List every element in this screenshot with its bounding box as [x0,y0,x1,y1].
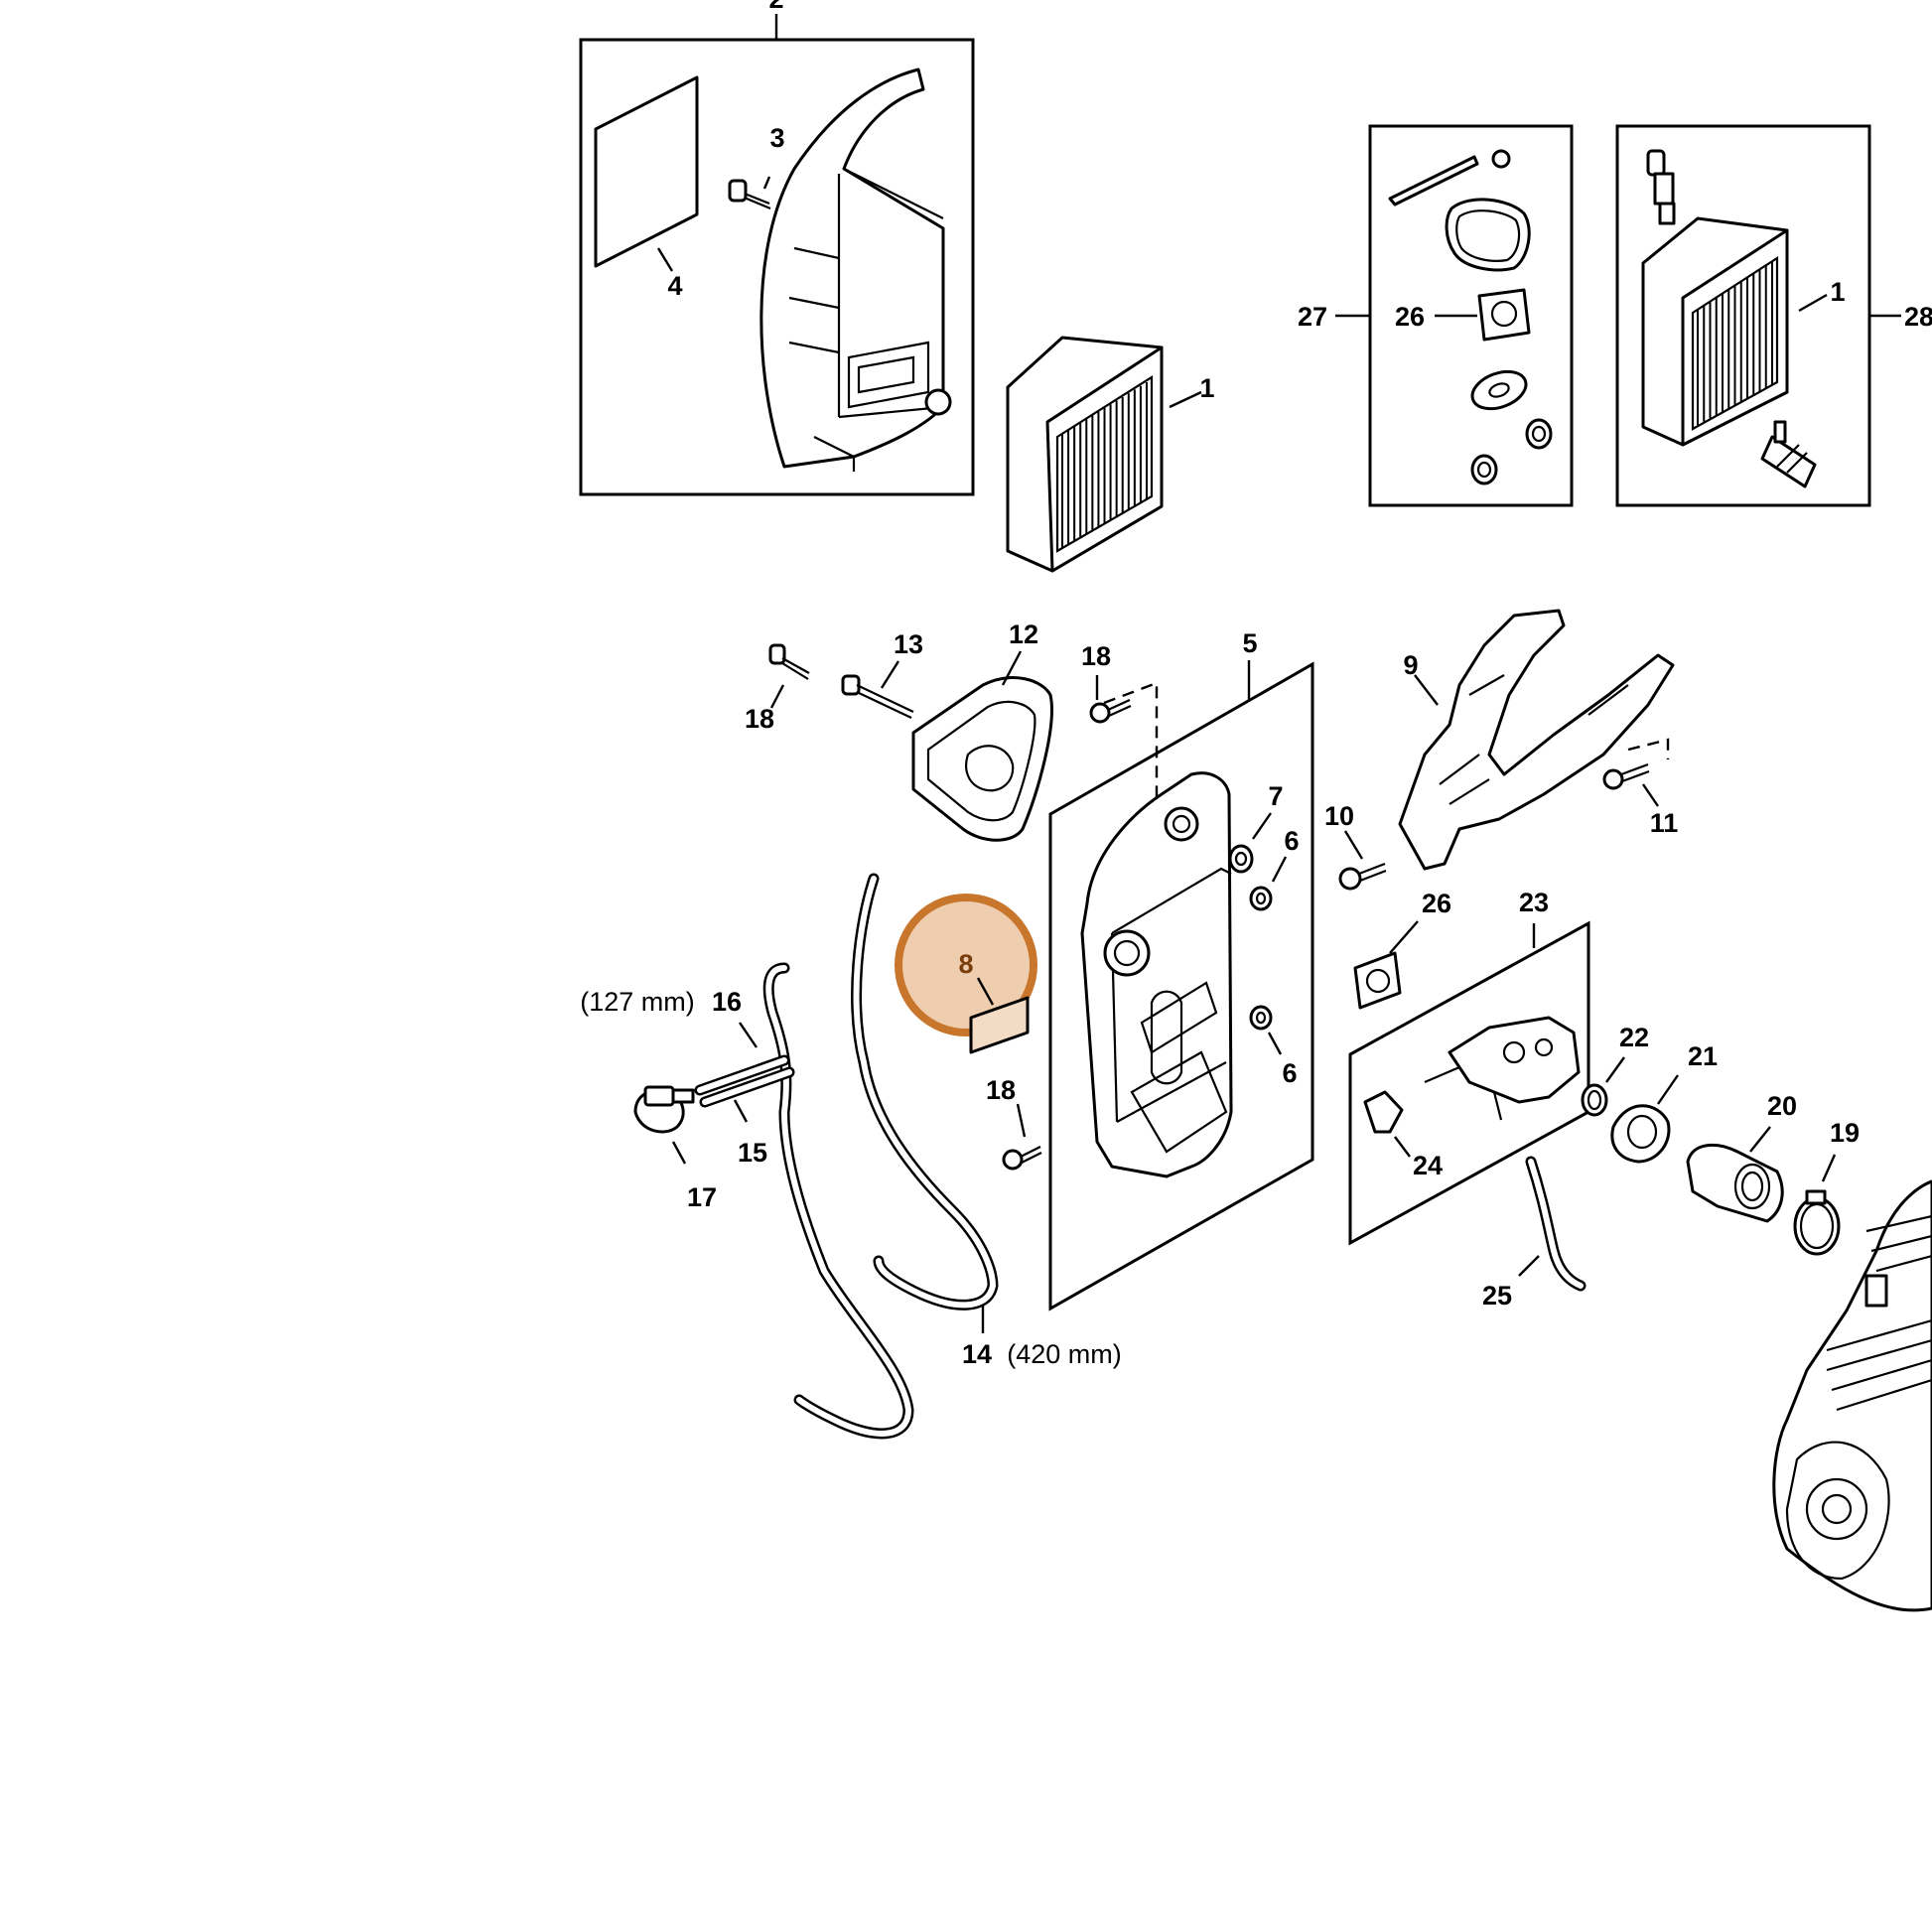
callout-22[interactable]: 22 [1619,1023,1649,1052]
callout-17[interactable]: 17 [687,1182,717,1212]
fuel-hose-14 [851,873,999,1333]
o-ring-22 [1581,1056,1625,1117]
air-filter-cover-kit-box [579,14,975,496]
callout-4[interactable]: 4 [667,271,682,301]
screw-18-left [768,643,810,709]
screw-18-lower [1002,1103,1042,1171]
callout-28[interactable]: 28 [1904,302,1932,332]
callout-3[interactable]: 3 [769,123,784,153]
callout-5[interactable]: 5 [1242,628,1257,658]
callout-11[interactable]: 11 [1650,808,1679,838]
nut-6-upper [1249,856,1288,911]
callout-13[interactable]: 13 [894,629,923,659]
callout-24[interactable]: 24 [1413,1151,1443,1180]
callout-6-upper[interactable]: 6 [1284,826,1299,856]
callout-20[interactable]: 20 [1767,1091,1797,1121]
gasket-26 [1353,920,1419,1010]
callout-18-left[interactable]: 18 [745,704,774,734]
callout-19[interactable]: 19 [1830,1118,1860,1148]
dimension-14: (420 mm) [1007,1339,1122,1369]
callout-8[interactable]: 8 [958,949,973,979]
spark-plug [1646,149,1676,225]
callout-18-upper[interactable]: 18 [1081,641,1111,671]
callout-14[interactable]: 14 [962,1339,992,1369]
clamp-19 [1793,1154,1841,1256]
manifold-20 [1686,1126,1784,1223]
callout-12[interactable]: 12 [1009,620,1038,649]
callout-1-center[interactable]: 1 [1199,373,1214,403]
engine-partial [1772,1179,1932,1612]
dimension-16: (127 mm) [580,987,695,1017]
box-5 [1048,660,1314,1311]
screw-18-upper [1089,675,1159,824]
screw-11 [1602,738,1670,807]
callout-7[interactable]: 7 [1268,781,1283,811]
callout-26[interactable]: 26 [1422,889,1451,918]
callout-15[interactable]: 15 [738,1138,767,1168]
callout-2[interactable]: 2 [768,0,783,14]
fuel-filter [1760,420,1817,488]
callout-21[interactable]: 21 [1688,1041,1718,1071]
impulse-hose-25 [1518,1156,1587,1292]
flange-21 [1610,1074,1679,1164]
callout-1-kit[interactable]: 1 [1830,277,1845,307]
screw-10 [1338,830,1387,891]
callout-18-lower[interactable]: 18 [986,1075,1016,1105]
highlight-circle-8[interactable] [895,894,1037,1054]
filter-frame-12 [911,650,1053,842]
handle-9 [1398,609,1675,871]
screw-3 [728,179,771,210]
primer-bulb-17 [633,1085,695,1165]
callout-labels: 2 3 4 1 27 26 1 28 13 12 18 18 5 9 7 6 1… [580,0,1932,1369]
hose-15 [694,1054,795,1123]
callout-26-kit[interactable]: 26 [1395,302,1425,332]
callout-23[interactable]: 23 [1519,888,1549,917]
callout-16[interactable]: 16 [712,987,742,1017]
service-kit-box-28 [1615,124,1901,507]
fuel-hose-16 [739,962,914,1440]
callout-6-lower[interactable]: 6 [1282,1058,1297,1088]
bolt-13 [841,660,914,719]
nut-6-lower [1249,1005,1283,1055]
callout-25[interactable]: 25 [1482,1281,1512,1311]
callout-9[interactable]: 9 [1403,650,1418,680]
grommet-7 [1228,812,1272,874]
air-filter-1 [1006,336,1202,573]
callout-10[interactable]: 10 [1324,801,1354,831]
callout-27[interactable]: 27 [1298,302,1327,332]
service-kit-box-27 [1335,124,1574,507]
